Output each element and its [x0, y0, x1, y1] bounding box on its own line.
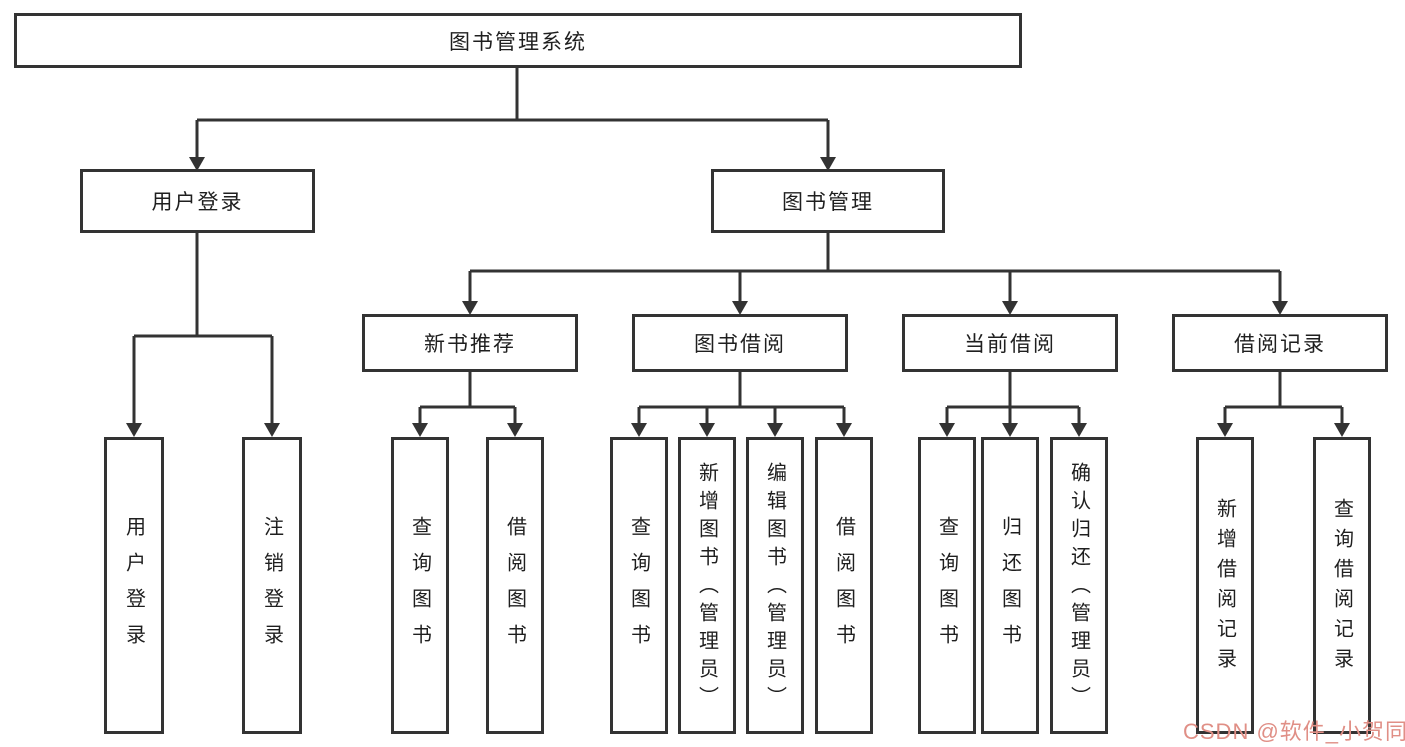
node-bb-query-books: 查询图书 [610, 437, 668, 734]
node-user-login: 用户登录 [80, 169, 315, 233]
node-new-book-recommend: 新书推荐 [362, 314, 578, 372]
node-cb-query-books: 查询图书 [918, 437, 976, 734]
node-leaf-user-login: 用户登录 [104, 437, 164, 734]
node-cb-confirm-return-admin: 确认归还（管理员） [1050, 437, 1108, 734]
node-br-query-record: 查询借阅记录 [1313, 437, 1371, 734]
node-bb-edit-books-admin: 编辑图书（管理员） [746, 437, 804, 734]
node-leaf-logout: 注销登录 [242, 437, 302, 734]
node-borrowing-records: 借阅记录 [1172, 314, 1388, 372]
node-nb-borrow-books: 借阅图书 [486, 437, 544, 734]
node-bb-add-books-admin: 新增图书（管理员） [678, 437, 736, 734]
node-library-management-system: 图书管理系统 [14, 13, 1022, 68]
arrowhead-icons [126, 157, 1350, 437]
node-current-borrowing: 当前借阅 [902, 314, 1118, 372]
node-bb-borrow-books: 借阅图书 [815, 437, 873, 734]
node-book-management: 图书管理 [711, 169, 945, 233]
node-cb-return-books: 归还图书 [981, 437, 1039, 734]
node-nb-query-books: 查询图书 [391, 437, 449, 734]
watermark-text: CSDN @软件_小贺同学 [1183, 719, 1405, 744]
node-br-add-record: 新增借阅记录 [1196, 437, 1254, 734]
node-book-borrowing: 图书借阅 [632, 314, 848, 372]
connector-paths [132, 68, 1344, 424]
